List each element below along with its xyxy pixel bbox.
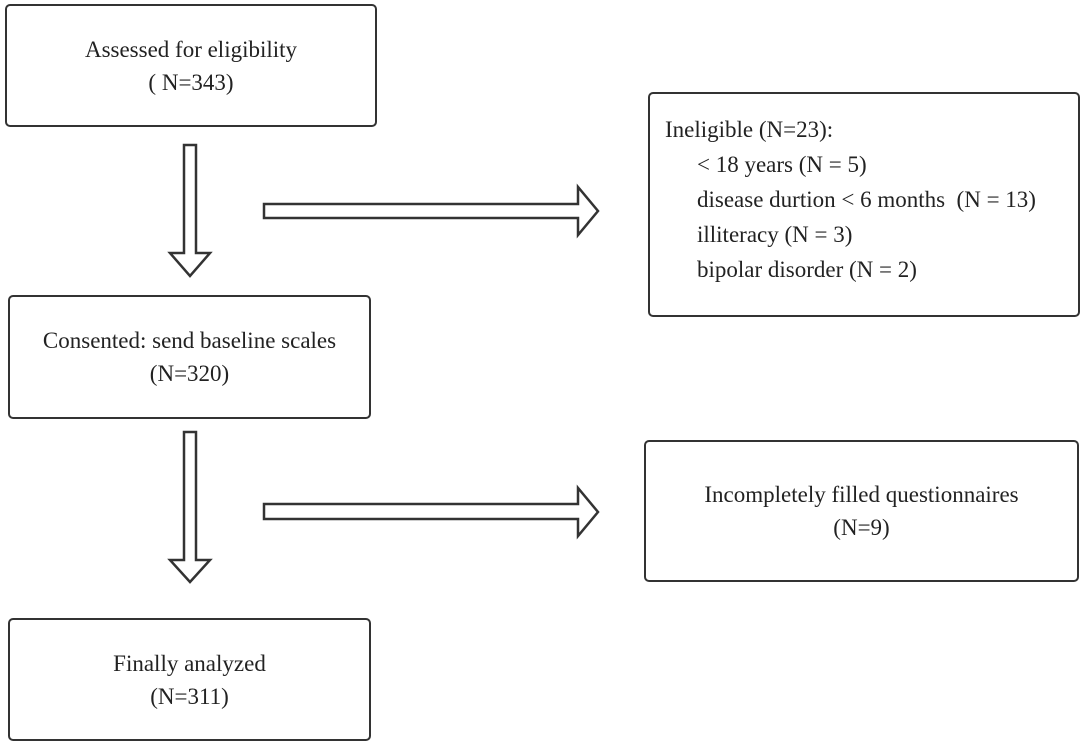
ineligible-item: disease durtion < 6 months (N = 13) — [697, 187, 1036, 212]
ineligible-title: Ineligible (N=23): — [665, 117, 834, 142]
arrow-down-1 — [167, 143, 213, 278]
assessed-count: ( N=343) — [148, 69, 234, 95]
arrow-right-1 — [262, 183, 600, 239]
ineligible-list: Ineligible (N=23): < 18 years (N = 5) di… — [665, 112, 1036, 287]
analyzed-title: Finally analyzed — [113, 650, 266, 676]
consented-count: (N=320) — [149, 361, 230, 386]
incomplete-title: Incompletely filled questionnaires — [704, 482, 1019, 507]
arrow-right-2 — [262, 484, 600, 540]
arrow-down-2 — [167, 430, 213, 584]
ineligible-item: < 18 years (N = 5) — [697, 152, 867, 177]
ineligible-item: illiteracy (N = 3) — [697, 222, 853, 247]
incomplete-count: (N=9) — [833, 515, 890, 540]
ineligible-item: bipolar disorder (N = 2) — [697, 257, 917, 282]
consented-title: Consented: send baseline scales — [42, 328, 337, 353]
incomplete-box: Incompletely filled questionnaires (N=9) — [644, 440, 1079, 582]
consented-box: Consented: send baseline scales (N=320) — [8, 295, 371, 419]
analyzed-count: (N=311) — [150, 683, 229, 709]
ineligible-box: Ineligible (N=23): < 18 years (N = 5) di… — [648, 92, 1080, 317]
assessed-title: Assessed for eligibility — [84, 36, 298, 62]
analyzed-box: Finally analyzed (N=311) — [8, 618, 371, 741]
assessed-box: Assessed for eligibility ( N=343) — [5, 4, 377, 127]
